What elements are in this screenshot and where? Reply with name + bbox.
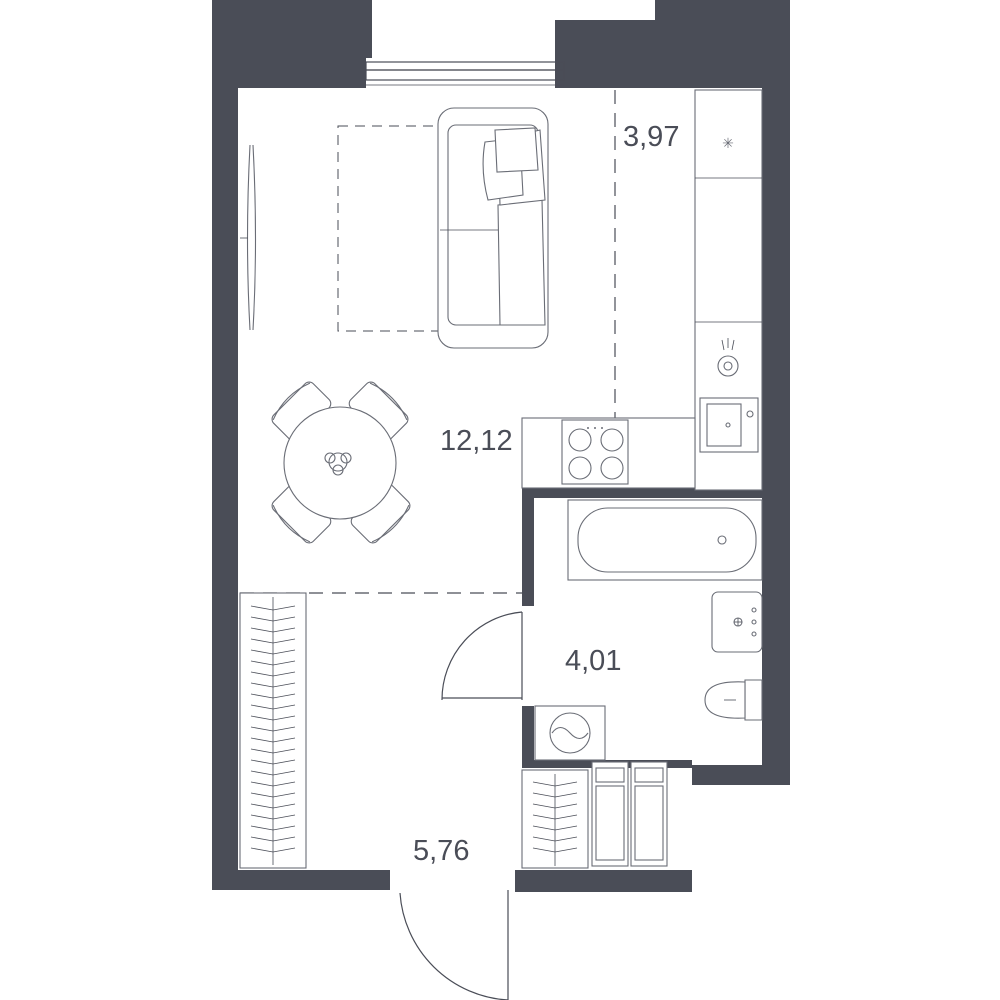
hanger-mark xyxy=(250,748,296,754)
hanger-mark xyxy=(532,836,578,842)
hanger-mark xyxy=(250,825,296,831)
sink-icon xyxy=(699,397,759,453)
bathtub-icon xyxy=(567,499,763,581)
hanger-mark xyxy=(250,847,296,853)
hanger-mark xyxy=(250,671,296,677)
hanger-mark xyxy=(250,770,296,776)
hanger-mark xyxy=(532,814,578,820)
hanger-mark xyxy=(532,792,578,798)
hanger-mark xyxy=(250,660,296,666)
faucet-icon xyxy=(717,338,739,377)
wardrobe-small xyxy=(521,769,589,869)
hanger-mark xyxy=(250,616,296,622)
area-bathroom: 4,01 xyxy=(565,645,621,677)
hanger-mark xyxy=(250,693,296,699)
hanger-mark xyxy=(250,814,296,820)
dining-table-icon xyxy=(271,381,411,544)
window xyxy=(365,61,565,86)
hanger-mark xyxy=(250,649,296,655)
hanger-mark xyxy=(250,726,296,732)
shoe-cabinet xyxy=(591,761,668,867)
hanger-mark xyxy=(250,781,296,787)
area-living: 12,12 xyxy=(440,425,513,457)
wardrobe-left xyxy=(239,592,307,869)
hanger-mark xyxy=(532,847,578,853)
hanger-mark xyxy=(250,759,296,765)
tv-icon xyxy=(240,144,257,331)
area-kitchen: 3,97 xyxy=(623,121,679,153)
stove-icon xyxy=(561,419,629,485)
hanger-mark xyxy=(250,605,296,611)
fridge-icon: ✳ xyxy=(722,136,734,152)
hanger-mark xyxy=(250,627,296,633)
hanger-mark xyxy=(250,836,296,842)
area-hall: 5,76 xyxy=(413,835,469,867)
bathroom-door[interactable] xyxy=(441,611,523,701)
hanger-mark xyxy=(532,803,578,809)
hanger-mark xyxy=(250,704,296,710)
hanger-mark xyxy=(250,682,296,688)
hanger-mark xyxy=(250,715,296,721)
hanger-mark xyxy=(532,825,578,831)
sofa-icon xyxy=(437,107,549,349)
hanger-mark xyxy=(250,737,296,743)
washing-machine-icon xyxy=(534,705,606,761)
hanger-mark xyxy=(250,803,296,809)
toilet-icon xyxy=(704,679,763,721)
hanger-mark xyxy=(250,792,296,798)
washbasin-icon xyxy=(711,591,763,653)
entrance-door[interactable] xyxy=(399,890,509,1000)
svg-text:✳: ✳ xyxy=(722,136,734,152)
hanger-mark xyxy=(532,781,578,787)
hanger-mark xyxy=(250,638,296,644)
